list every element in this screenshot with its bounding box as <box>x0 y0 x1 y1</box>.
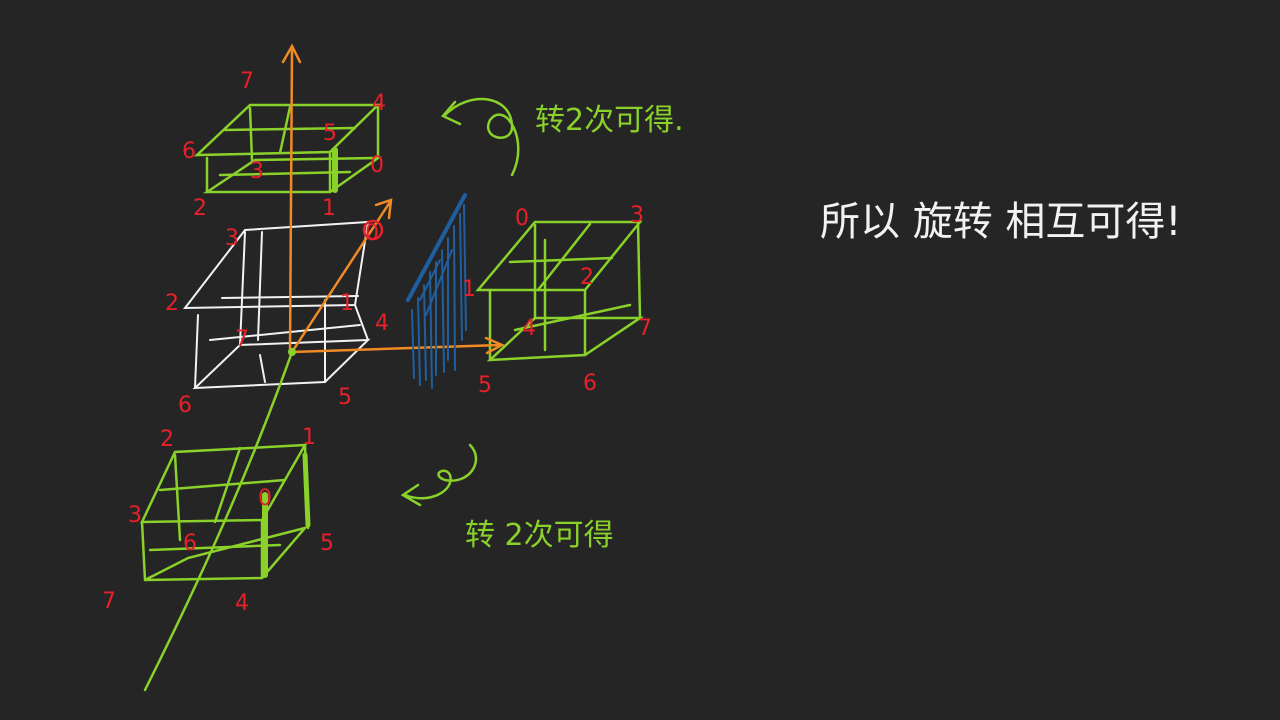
right-cube-labels: 0 3 1 2 4 7 5 6 <box>462 203 652 398</box>
right-cube <box>475 220 645 362</box>
right-cube-bottom-face <box>486 316 645 362</box>
origin-dot <box>288 348 296 356</box>
vertex-label: 7 <box>235 327 249 352</box>
vertex-label: 0 <box>365 221 379 246</box>
vertex-label: 3 <box>630 203 644 228</box>
top-rotation-arrowhead <box>440 100 462 126</box>
vertical-axis-arrowhead <box>281 43 302 64</box>
vertical-axis-orange <box>288 48 294 352</box>
vertex-label: 6 <box>583 371 597 396</box>
vertex-label: 6 <box>183 531 197 556</box>
bottom-rotation-arrow <box>403 443 478 500</box>
vertex-label: 2 <box>165 291 179 316</box>
vertex-label: 4 <box>375 311 389 336</box>
vertex-label: 5 <box>338 385 352 410</box>
bottom-cube-thick-mark-2 <box>302 452 311 528</box>
vertex-label: 3 <box>128 503 142 528</box>
vertex-label: 2 <box>160 427 174 452</box>
top-cube-labels: 7 4 6 5 0 3 2 1 <box>182 69 386 221</box>
right-cube-top-face <box>475 220 643 292</box>
vertex-label: 2 <box>580 265 594 290</box>
blue-plane-edge <box>406 193 467 302</box>
bottom-cube-top-face <box>140 443 308 524</box>
vertex-label: 0 <box>258 486 272 511</box>
top-cube <box>193 103 383 194</box>
vertex-label: 1 <box>340 291 354 316</box>
diagonal-axis-orange <box>290 200 392 354</box>
vertex-label: 7 <box>240 69 254 94</box>
blue-plane-hatching <box>411 204 467 389</box>
bottom-cube-gridlines <box>148 446 287 552</box>
diagonal-axis-arrowhead <box>374 198 393 220</box>
vertex-label: 4 <box>235 591 249 616</box>
vertex-label: 0 <box>515 206 529 231</box>
vertex-label: 1 <box>462 277 476 302</box>
bottom-cube-labels: 2 1 3 0 5 6 7 4 <box>102 425 334 616</box>
vertex-label: 6 <box>178 393 192 418</box>
horizontal-axis-arrowhead <box>484 336 505 355</box>
vertex-label: 1 <box>302 425 316 450</box>
note-main: 所以 旋转 相互可得! <box>820 199 1181 245</box>
vertex-label: 0 <box>370 153 384 178</box>
blue-mirror-plane <box>406 193 467 389</box>
bottom-cube <box>140 443 311 582</box>
vertex-label: 6 <box>182 139 196 164</box>
horizontal-axis-orange <box>290 343 502 354</box>
vertex-label: 7 <box>102 589 116 614</box>
axis-end-marker <box>362 219 384 241</box>
axes <box>143 43 505 692</box>
vertex-label: 4 <box>522 316 536 341</box>
right-cube-gridlines <box>508 222 632 352</box>
vertex-label: 5 <box>323 121 337 146</box>
center-cube-edges <box>194 231 369 389</box>
diagonal-axis-green <box>143 350 294 692</box>
note-bottom: 转 2次可得 <box>465 518 614 553</box>
top-cube-gridlines <box>218 105 357 177</box>
vertex-label: 1 <box>322 196 336 221</box>
bottom-rotation-arrowhead <box>400 483 422 507</box>
note-top: 转2次可得. <box>535 103 684 138</box>
vertex-label: 3 <box>250 159 264 184</box>
vertex-label: 3 <box>225 226 239 251</box>
vertex-label: 5 <box>320 531 334 556</box>
vertex-label: 7 <box>638 316 652 341</box>
bottom-cube-edges <box>140 443 310 582</box>
right-cube-edges <box>488 220 642 362</box>
vertex-label: 4 <box>372 91 386 116</box>
vertex-label: 5 <box>478 373 492 398</box>
bottom-cube-bottom-face <box>144 525 309 582</box>
vertex-label: 2 <box>193 196 207 221</box>
top-rotation-arrow <box>443 97 520 177</box>
center-cube-labels: 3 0 2 1 4 7 6 5 <box>165 221 389 418</box>
rotation-arrows <box>400 97 520 507</box>
